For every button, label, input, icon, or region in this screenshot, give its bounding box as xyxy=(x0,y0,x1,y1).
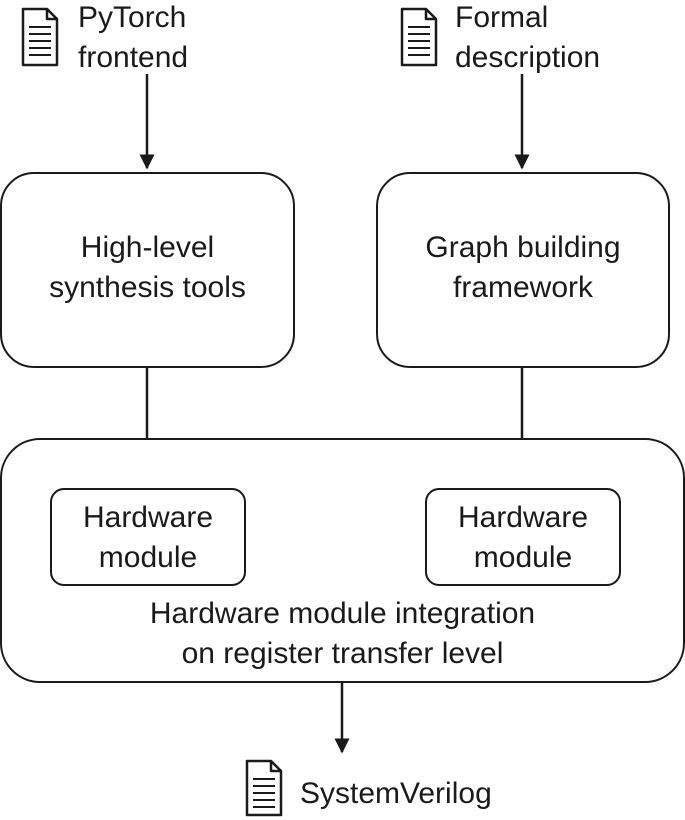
hls-tools-text: High-level synthesis tools xyxy=(2,228,293,308)
hardware-module-left-text: Hardware module xyxy=(52,498,244,578)
hardware-module-right-line2: module xyxy=(473,541,573,574)
integration-caption: Hardware module integration on register … xyxy=(0,594,685,674)
hardware-module-right-line1: Hardware xyxy=(457,501,589,534)
hardware-module-right: Hardware module xyxy=(425,488,621,586)
output-systemverilog-label: SystemVerilog xyxy=(300,777,492,810)
graph-framework-text: Graph building framework xyxy=(378,228,668,308)
hardware-module-left-line2: module xyxy=(98,541,198,574)
input-pytorch-label: PyTorch frontend xyxy=(78,0,188,78)
graph-framework-line1: Graph building xyxy=(425,231,621,264)
document-icon xyxy=(245,759,283,817)
hls-tools-box: High-level synthesis tools xyxy=(0,172,295,368)
input-formal-line2: description xyxy=(455,41,601,74)
document-icon xyxy=(21,7,59,67)
hardware-module-right-text: Hardware module xyxy=(427,498,619,578)
input-formal-line1: Formal xyxy=(455,1,549,34)
integration-caption-line2: on register transfer level xyxy=(181,637,504,670)
input-formal-label: Formal description xyxy=(455,0,600,78)
input-pytorch-line2: frontend xyxy=(78,41,189,74)
graph-framework-line2: framework xyxy=(452,271,594,304)
input-pytorch-line1: PyTorch xyxy=(78,1,187,34)
graph-framework-box: Graph building framework xyxy=(376,172,670,368)
hls-tools-line2: synthesis tools xyxy=(49,271,246,304)
hardware-module-left-line1: Hardware xyxy=(82,501,214,534)
hls-tools-line1: High-level xyxy=(80,231,215,264)
hardware-module-left: Hardware module xyxy=(50,488,246,586)
document-icon xyxy=(400,7,438,67)
integration-caption-line1: Hardware module integration xyxy=(149,597,536,630)
